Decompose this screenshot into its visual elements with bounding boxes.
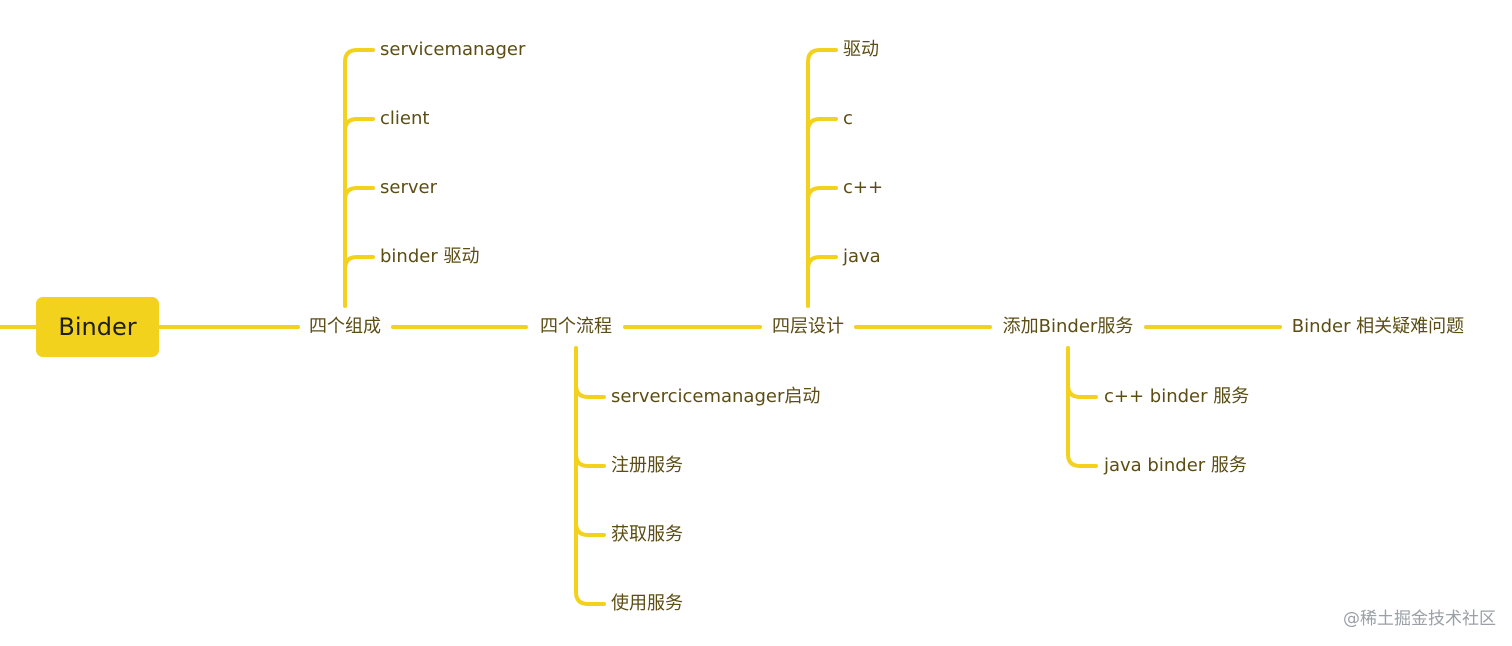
- subtopic-label: c++ binder 服务: [1104, 386, 1250, 407]
- subtopic-label: java: [843, 246, 881, 267]
- root-node[interactable]: Binder: [36, 297, 159, 357]
- components-branch-trunk: [343, 48, 375, 308]
- subtopic-driver[interactable]: 驱动: [843, 39, 879, 61]
- flows-branch-trunk: [574, 346, 606, 606]
- subtopic-label: c++: [843, 177, 884, 198]
- subtopic-use-service[interactable]: 使用服务: [611, 593, 683, 615]
- subtopic-label: 使用服务: [611, 593, 683, 614]
- subtopic-client[interactable]: client: [380, 108, 429, 130]
- topic-flows[interactable]: 四个流程: [540, 316, 612, 338]
- topic-layers-label: 四层设计: [772, 316, 844, 337]
- subtopic-cpp-binder-service[interactable]: c++ binder 服务: [1104, 386, 1249, 408]
- subtopic-cpp[interactable]: c++: [843, 177, 883, 199]
- flows-branch-twig: [574, 521, 606, 537]
- root-node-label: Binder: [58, 313, 137, 341]
- subtopic-java[interactable]: java: [843, 246, 881, 268]
- flows-branch-twig: [574, 383, 606, 399]
- subtopic-label: servercicemanager启动: [611, 386, 821, 407]
- add-service-branch-twig: [1066, 383, 1098, 399]
- topic-issues[interactable]: Binder 相关疑难问题: [1292, 316, 1464, 338]
- subtopic-label: 驱动: [843, 39, 879, 60]
- subtopic-label: servicemanager: [380, 39, 526, 60]
- topic-issues-label: Binder 相关疑难问题: [1291, 316, 1465, 337]
- topic-layers[interactable]: 四层设计: [772, 316, 844, 338]
- subtopic-servicemanager[interactable]: servicemanager: [380, 39, 525, 61]
- subtopic-binder-driver[interactable]: binder 驱动: [380, 246, 479, 268]
- subtopic-java-binder-service[interactable]: java binder 服务: [1104, 455, 1247, 477]
- subtopic-label: java binder 服务: [1104, 455, 1247, 476]
- subtopic-label: 获取服务: [611, 524, 683, 545]
- flows-branch-twig: [574, 452, 606, 468]
- components-branch-twig: [343, 255, 375, 271]
- add-service-branch-trunk: [1066, 346, 1098, 468]
- topic-components-label: 四个组成: [309, 316, 381, 337]
- layers-branch-trunk: [806, 48, 838, 308]
- components-branch-twig: [343, 186, 375, 202]
- subtopic-label: server: [380, 177, 437, 198]
- subtopic-server[interactable]: server: [380, 177, 437, 199]
- topic-flows-label: 四个流程: [540, 316, 612, 337]
- subtopic-register-service[interactable]: 注册服务: [611, 455, 683, 477]
- layers-branch-twig: [806, 255, 838, 271]
- subtopic-get-service[interactable]: 获取服务: [611, 524, 683, 546]
- subtopic-label: c: [843, 108, 853, 129]
- layers-branch-twig: [806, 186, 838, 202]
- topic-add-service-label: 添加Binder服务: [1002, 316, 1134, 337]
- components-branch-twig: [343, 117, 375, 133]
- topic-components[interactable]: 四个组成: [309, 316, 381, 338]
- layers-branch-twig: [806, 117, 838, 133]
- subtopic-label: client: [380, 108, 430, 129]
- subtopic-c[interactable]: c: [843, 108, 853, 130]
- subtopic-label: binder 驱动: [380, 246, 480, 267]
- watermark: @稀土掘金技术社区: [1343, 609, 1496, 629]
- topic-add-service[interactable]: 添加Binder服务: [1003, 316, 1134, 338]
- subtopic-servicemanager-start[interactable]: servercicemanager启动: [611, 386, 820, 408]
- subtopic-label: 注册服务: [611, 455, 683, 476]
